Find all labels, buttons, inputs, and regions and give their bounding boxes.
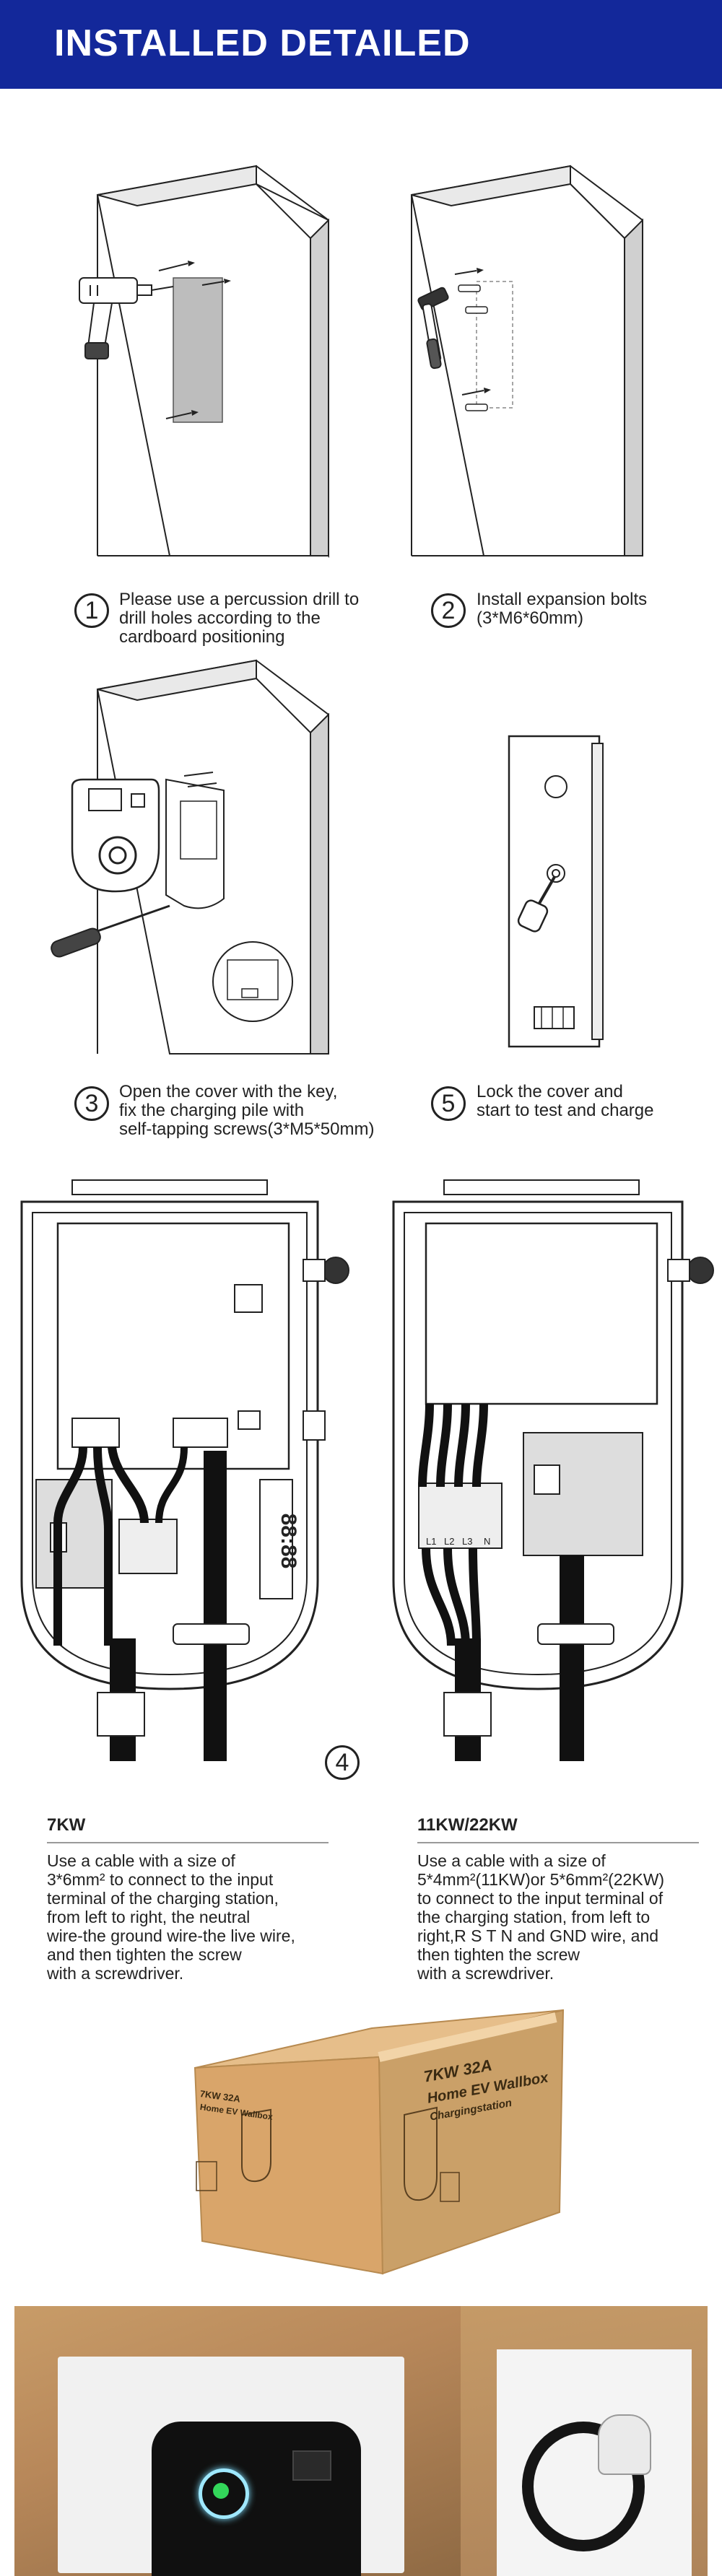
- header-banner: [0, 0, 722, 89]
- step-5-number: 5: [431, 1086, 466, 1121]
- step-2-number: 2: [431, 593, 466, 628]
- step-5-text: Lock the cover and start to test and cha…: [477, 1082, 654, 1120]
- charger-ring-icon: [199, 2468, 249, 2519]
- terminal-label-l2: L2: [444, 1536, 454, 1547]
- charger-unit: [152, 2422, 361, 2576]
- key-icon: [517, 876, 556, 933]
- step1-illustration: [79, 165, 329, 559]
- step-2-text: Install expansion bolts (3*M6*60mm): [477, 590, 648, 628]
- packaging-box-image: [193, 2009, 565, 2275]
- charger-cover-icon: [71, 778, 160, 893]
- step3-illustration: [51, 659, 329, 1055]
- photo-cable-in-box: [461, 2306, 708, 2576]
- charger-base-icon: [165, 778, 225, 909]
- wiring-diagram-7kw: 88:88: [20, 1179, 349, 1761]
- step-1-text: Please use a percussion drill to drill h…: [119, 590, 360, 647]
- terminal-label-l3: L3: [462, 1536, 472, 1547]
- step2-illustration: [410, 165, 643, 556]
- plug-icon: [598, 2414, 651, 2475]
- right-column-title: 11KW/22KW: [417, 1815, 518, 1835]
- wiring-diagram-22kw: L1 L2 L3 N: [392, 1179, 714, 1761]
- step5-illustration: [508, 735, 604, 1048]
- left-column-title: 7KW: [47, 1815, 86, 1835]
- drill-icon: [79, 277, 174, 359]
- right-column-rule: [417, 1842, 699, 1843]
- step-3-number: 3: [74, 1086, 109, 1121]
- step-1-number: 1: [74, 593, 109, 628]
- screwdriver-icon: [51, 904, 170, 958]
- terminal-label-l1: L1: [426, 1536, 436, 1547]
- charger-logo-icon: [213, 2483, 229, 2499]
- left-column-text: Use a cable with a size of 3*6mm² to con…: [47, 1851, 295, 1983]
- left-column-rule: [47, 1842, 329, 1843]
- step-4-number: 4: [325, 1745, 360, 1780]
- right-column-text: Use a cable with a size of 5*4mm²(11KW)o…: [417, 1851, 665, 1983]
- charger-screen: [292, 2450, 331, 2481]
- expansion-bolt-icon: [458, 284, 488, 411]
- photo-charger-in-box: [14, 2306, 461, 2576]
- step-3-text: Open the cover with the key, fix the cha…: [119, 1082, 375, 1139]
- page-title: INSTALLED DETAILED: [54, 22, 471, 64]
- hammer-icon: [417, 287, 449, 370]
- terminal-label-n: N: [484, 1536, 490, 1547]
- display-digits: 88:88: [277, 1514, 300, 1569]
